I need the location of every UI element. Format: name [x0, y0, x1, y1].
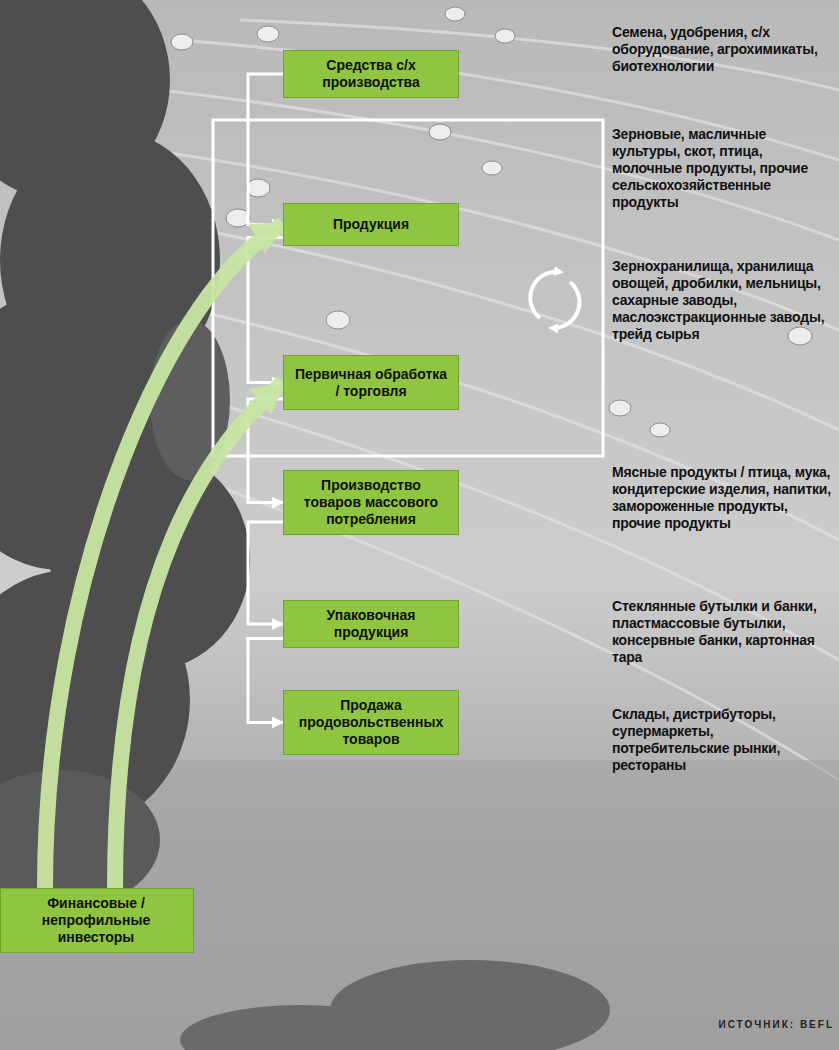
flow-connector — [248, 74, 283, 225]
investor-box: Финансовые / непрофильные инвесторы — [0, 888, 194, 953]
stage-box: Продукция — [283, 203, 459, 246]
box-text: Финансовые / непрофильные инвесторы — [9, 895, 183, 946]
flow-connector — [248, 638, 283, 722]
box-text: Продукция — [333, 216, 409, 233]
hay-bales — [171, 7, 812, 437]
box-text: Упаковочная продукция — [294, 607, 448, 641]
stage-description: Стеклянные бутылки и банки, пластмассовы… — [612, 598, 834, 666]
stage-description: Склады, дистрибуторы, супермаркеты, потр… — [612, 706, 834, 774]
stage-box: Производство товаров массового потреблен… — [283, 470, 459, 535]
stage-description: Мясные продукты / птица, мука, кондитерс… — [612, 464, 834, 532]
stage-description: Зернохранилища, хранилища овощей, дробил… — [612, 258, 834, 343]
investor-arrow — [45, 225, 283, 889]
box-text: Средства с/х производства — [294, 57, 448, 91]
stage-bracket — [213, 120, 603, 456]
box-text: Продажа продовольственных товаров — [294, 697, 448, 748]
flow-connector — [248, 237, 283, 382]
flow-connector — [248, 522, 283, 624]
stage-box: Упаковочная продукция — [283, 600, 459, 648]
box-text: Первичная обработка / торговля — [294, 366, 448, 400]
stage-box: Средства с/х производства — [283, 50, 459, 98]
stage-description: Зерновые, масличные культуры, скот, птиц… — [612, 126, 834, 211]
stage-box: Продажа продовольственных товаров — [283, 690, 459, 755]
stage-box: Первичная обработка / торговля — [283, 355, 459, 410]
source-note: ИСТОЧНИК: BEFL — [640, 1016, 834, 1033]
box-text: Производство товаров массового потреблен… — [294, 477, 448, 528]
stage-description: Семена, удобрения, с/х оборудование, агр… — [612, 24, 834, 75]
investor-arrow — [115, 383, 283, 889]
cycle-arrows — [530, 272, 579, 328]
bushes — [180, 960, 610, 1050]
